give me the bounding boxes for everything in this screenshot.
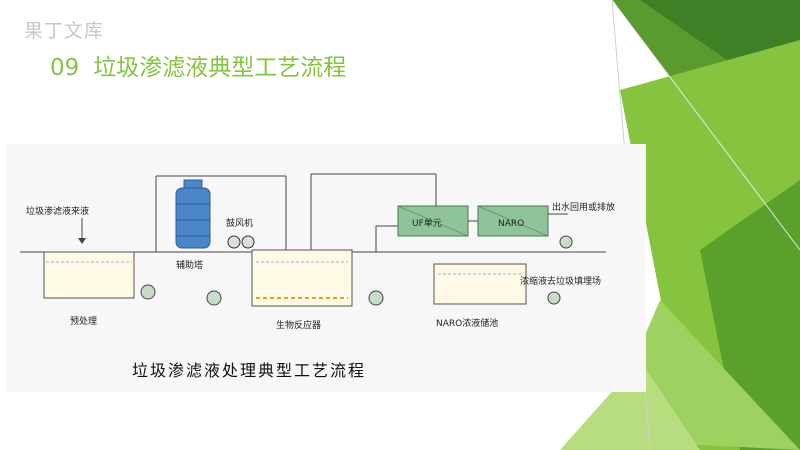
pump-icon [547,291,561,305]
aux-tower [175,187,211,249]
pretreat-tank [43,251,135,299]
naro-storage-tank [433,263,527,305]
label-concentrate: 浓缩液去垃圾填埋场 [520,275,601,287]
label-blower: 鼓风机 [226,217,253,229]
label-naro-storage: NARO浓液储池 [436,317,498,329]
watermark-text: 果丁文库 [24,20,105,42]
pump-icon [368,290,384,306]
label-inflow: 垃圾渗滤液来液 [26,205,89,217]
label-pretreat: 预处理 [70,315,97,327]
process-flow-svg: 预处理 垃圾渗滤液来液 辅助塔 鼓风机 生物反应器 UF单元 NA [20,173,615,380]
pump-icon [206,290,222,306]
process-flow-diagram: 预处理 垃圾渗滤液来液 辅助塔 鼓风机 生物反应器 UF单元 NA [6,144,646,392]
diagram-caption: 垃圾渗滤液处理典型工艺流程 [132,361,366,380]
label-bioreactor: 生物反应器 [276,319,321,331]
slide-title-text: 垃圾渗滤液典型工艺流程 [93,55,347,81]
pump-icon [559,235,573,249]
label-naro: NARO [498,219,524,229]
blower-icon [227,235,241,249]
label-uf: UF单元 [412,217,442,229]
pump-icon [140,284,156,300]
label-aux-tower: 辅助塔 [176,259,203,271]
label-outflow: 出水回用或排放 [552,201,615,213]
slide-number: 09 [50,55,80,81]
slide-title: 09 垃圾渗滤液典型工艺流程 [50,48,346,82]
bioreactor-tank [251,249,353,307]
